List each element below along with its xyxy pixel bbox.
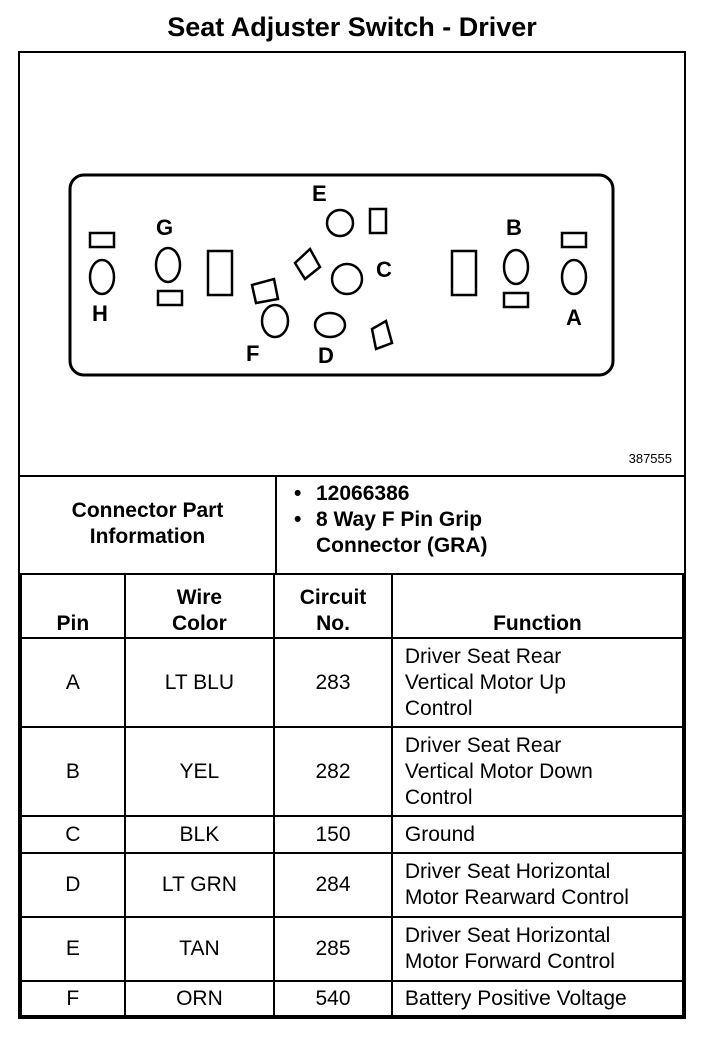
pin-label-c: C — [376, 257, 392, 282]
header-pin: Pin — [20, 573, 126, 639]
function-line: Ground — [404, 822, 475, 846]
header-circuit: Circuit No. — [273, 573, 393, 639]
function-line: Driver Seat Horizontal — [404, 860, 611, 883]
pin-label-b: B — [506, 215, 522, 240]
terminal-a-top — [560, 231, 588, 249]
pin-table: Pin Wire Color Circuit No. Function A LT… — [20, 573, 685, 1017]
cell-wire-color: ORN — [123, 980, 276, 1017]
terminal-e-side — [368, 207, 388, 235]
cell-circuit: 150 — [273, 815, 393, 854]
cell-wire-color: TAN — [123, 916, 276, 982]
function-line: Driver Seat Horizontal — [404, 924, 611, 947]
pin-label-e: E — [312, 181, 327, 206]
cell-wire-color: LT BLU — [123, 637, 276, 728]
cavity-h — [88, 258, 116, 296]
cell-circuit: 284 — [273, 852, 393, 918]
connector-info-label: Connector Part Information — [20, 475, 277, 573]
pin-label-d: D — [318, 343, 334, 368]
cavity-d — [313, 311, 347, 339]
terminal-right-center — [450, 249, 478, 297]
connector-info-list: 12066386 8 Way F Pin Grip Connector (GRA… — [294, 481, 488, 559]
cavity-b — [502, 248, 530, 286]
cavity-e — [325, 208, 355, 238]
cavity-g — [154, 246, 182, 284]
table-row: F ORN 540 Battery Positive Voltage — [20, 980, 685, 1017]
connector-info-label-line1: Connector Part — [71, 499, 224, 522]
connector-description: 8 Way F Pin Grip Connector (GRA) — [294, 507, 488, 559]
connector-face-drawing: H G E C F D B A — [68, 173, 615, 377]
cell-function: Driver Seat Horizontal Motor Forward Con… — [390, 916, 685, 982]
drawing-number: 387555 — [628, 451, 672, 466]
cell-circuit: 540 — [273, 980, 393, 1017]
terminal-d-side — [370, 319, 394, 351]
cavity-f — [260, 303, 290, 339]
function-line: Motor Forward Control — [404, 950, 615, 973]
header-circuit-line2: No. — [316, 612, 350, 635]
page-title: Seat Adjuster Switch - Driver — [167, 12, 537, 42]
cell-function: Driver Seat Rear Vertical Motor Down Con… — [390, 726, 685, 817]
function-line: Control — [404, 785, 473, 809]
header-wire-color-line2: Color — [171, 612, 227, 635]
function-line: Driver Seat Rear — [404, 644, 562, 668]
cell-wire-color: BLK — [123, 815, 276, 854]
terminal-g-bottom — [156, 289, 184, 307]
cell-pin: D — [20, 852, 126, 918]
function-line: Battery Positive Voltage — [404, 986, 627, 1010]
cell-pin: C — [20, 815, 126, 854]
cell-pin: E — [20, 916, 126, 982]
connector-info-label-line2: Information — [89, 525, 206, 548]
cell-wire-color: LT GRN — [123, 852, 276, 918]
terminal-c-side — [293, 246, 322, 281]
cell-function: Battery Positive Voltage — [390, 980, 685, 1017]
function-line: Control — [404, 696, 473, 720]
terminal-left-center — [206, 249, 234, 297]
header-wire-color: Wire Color — [123, 573, 276, 639]
table-row: D LT GRN 284 Driver Seat Horizontal Moto… — [20, 852, 685, 918]
cell-wire-color: YEL — [123, 726, 276, 817]
cavity-c — [330, 262, 364, 296]
pin-label-f: F — [246, 341, 259, 366]
cell-circuit: 283 — [273, 637, 393, 728]
connector-desc-line1: 8 Way F Pin Grip — [316, 508, 483, 531]
cell-circuit: 285 — [273, 916, 393, 982]
connector-part-number: 12066386 — [294, 481, 488, 507]
connector-diagram: H G E C F D B A 387555 — [20, 53, 684, 477]
cell-pin: F — [20, 980, 126, 1017]
cavity-a — [560, 258, 588, 296]
terminal-h-top — [88, 231, 116, 249]
cell-function: Ground — [390, 815, 685, 854]
pin-label-h: H — [92, 301, 108, 326]
cell-function: Driver Seat Horizontal Motor Rearward Co… — [390, 852, 685, 918]
pin-label-a: A — [566, 305, 582, 330]
cell-function: Driver Seat Rear Vertical Motor Up Contr… — [390, 637, 685, 728]
table-row: C BLK 150 Ground — [20, 815, 685, 854]
cell-pin: B — [20, 726, 126, 817]
cell-pin: A — [20, 637, 126, 728]
pin-label-g: G — [156, 215, 173, 240]
header-wire-color-line1: Wire — [176, 586, 223, 609]
terminal-f-top — [250, 277, 280, 305]
function-line: Motor Rearward Control — [404, 886, 629, 909]
table-row: B YEL 282 Driver Seat Rear Vertical Moto… — [20, 726, 685, 817]
function-line: Vertical Motor Up — [404, 670, 566, 694]
function-line: Driver Seat Rear — [404, 733, 562, 757]
table-row: E TAN 285 Driver Seat Horizontal Motor F… — [20, 916, 685, 982]
connector-desc-line2: Connector (GRA) — [316, 534, 488, 557]
table-row: A LT BLU 283 Driver Seat Rear Vertical M… — [20, 637, 685, 728]
terminal-b-bottom — [502, 291, 530, 309]
cell-circuit: 282 — [273, 726, 393, 817]
table-header-row: Pin Wire Color Circuit No. Function — [20, 573, 685, 639]
function-line: Vertical Motor Down — [404, 759, 593, 783]
header-circuit-line1: Circuit — [299, 586, 367, 609]
header-function: Function — [390, 573, 685, 639]
connector-info-row: Connector Part Information 12066386 8 Wa… — [20, 475, 684, 575]
connector-sheet: H G E C F D B A 387555 Connector Part In… — [18, 51, 686, 1019]
connector-outline — [68, 173, 615, 377]
